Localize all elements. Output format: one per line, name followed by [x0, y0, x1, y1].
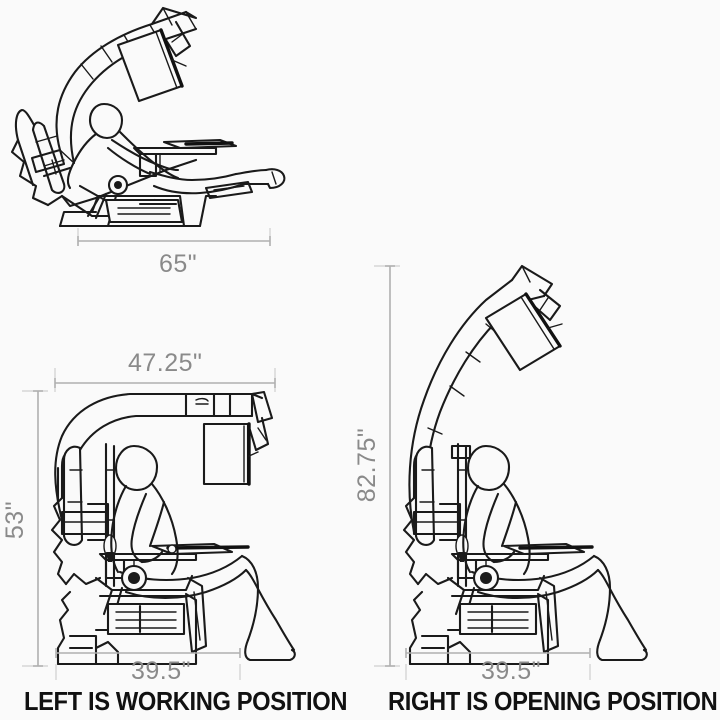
dimension-label-39-5-left: 39.5" [131, 657, 192, 685]
dimension-line-53 [22, 390, 48, 667]
dimension-line-65 [77, 228, 271, 246]
dimension-label-53: 53" [1, 500, 29, 540]
reclined-position-drawing [10, 6, 286, 228]
dimension-label-65: 65" [159, 250, 198, 278]
dimension-label-82-75: 82.75" [353, 427, 381, 503]
dimension-line-39-5-right [405, 648, 591, 680]
dimension-line-39-5-left [55, 648, 241, 680]
dimension-label-39-5-right: 39.5" [481, 657, 542, 685]
dimension-line-47-25 [54, 368, 276, 392]
dimension-line-82-75 [374, 265, 400, 667]
caption-left-working-position: LEFT IS WORKING POSITION [24, 688, 348, 716]
caption-right-opening-position: RIGHT IS OPENING POSITION [388, 688, 718, 716]
dimension-label-47-25: 47.25" [128, 349, 203, 377]
opening-position-drawing [402, 264, 648, 666]
working-position-drawing [50, 390, 296, 666]
